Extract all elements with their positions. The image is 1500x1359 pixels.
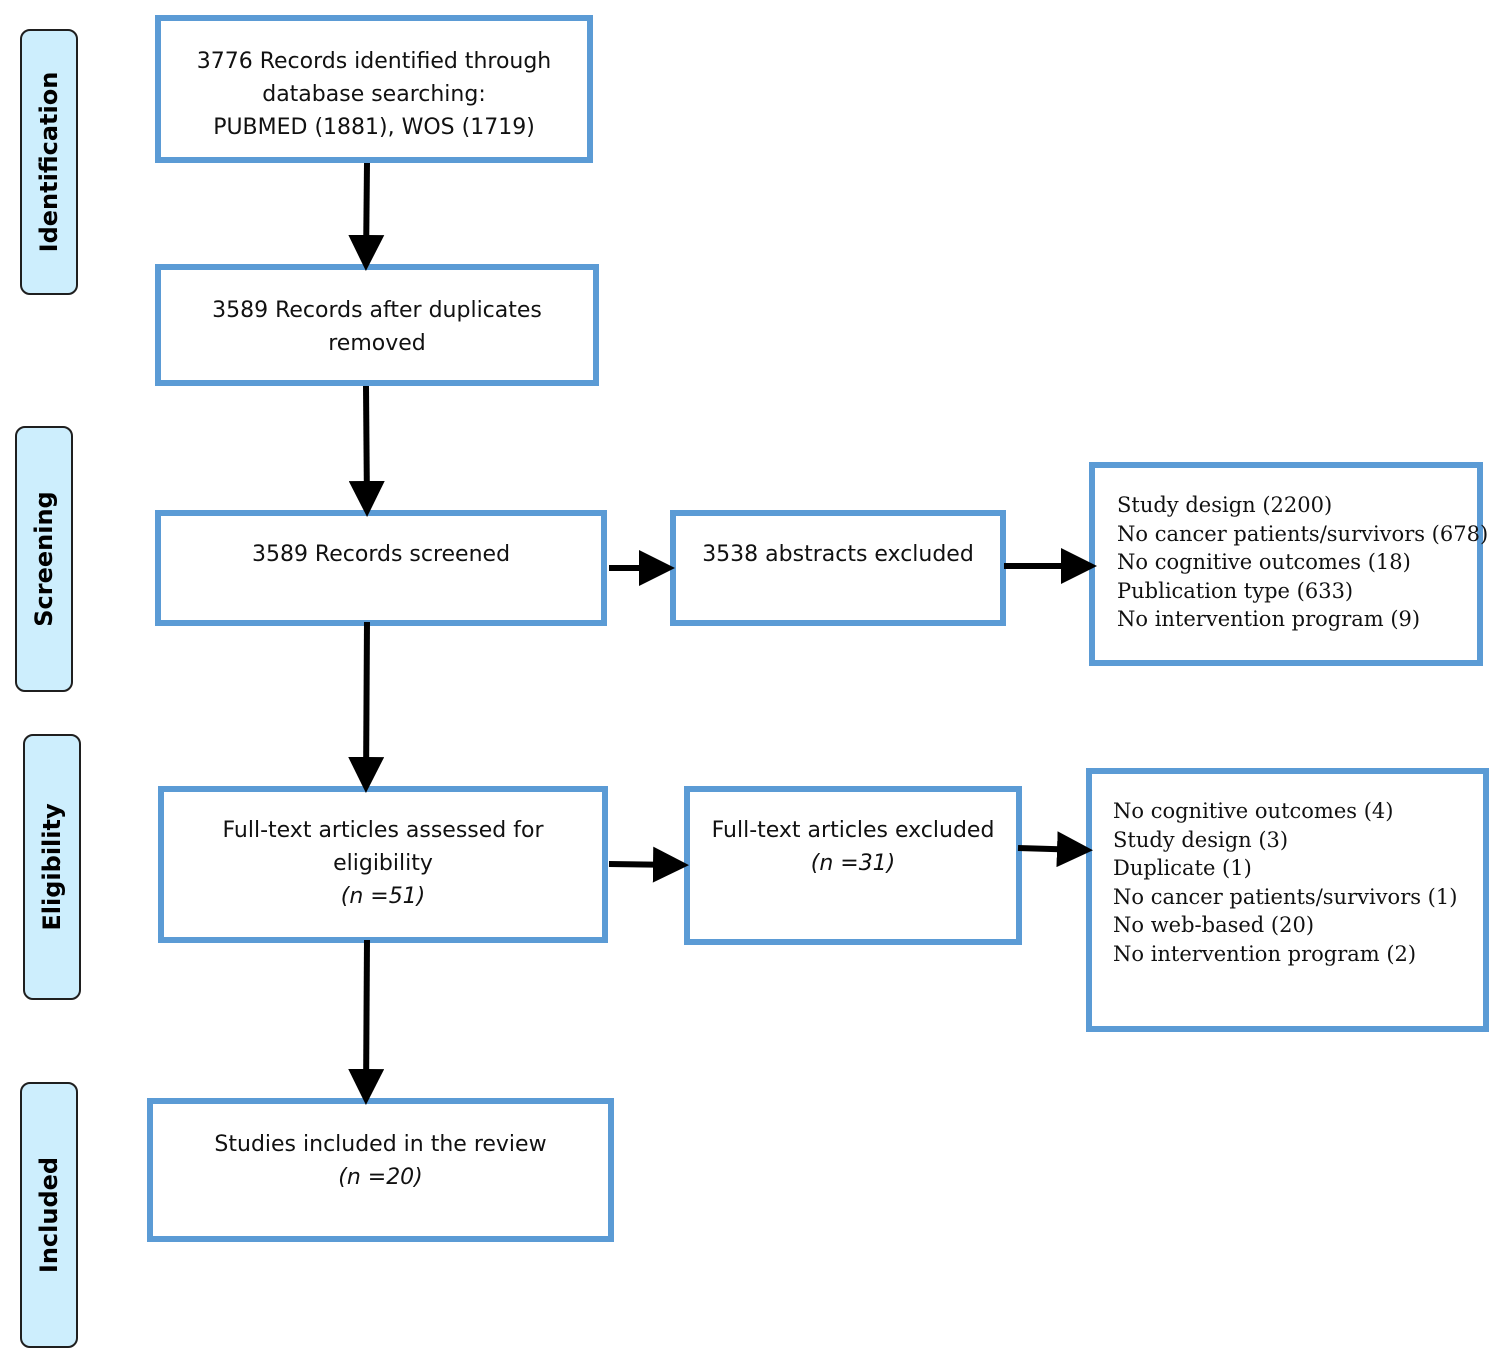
box-line: eligibility: [333, 851, 433, 876]
box-line: PUBMED (1881), WOS (1719): [213, 115, 535, 140]
exclusion-reason: Publication type (633): [1117, 578, 1354, 603]
box-line: Full-text articles excluded: [711, 818, 995, 843]
exclusion-reason: No web-based (20): [1113, 913, 1315, 937]
identified-records-box: 3776 Records identified through database…: [155, 15, 593, 163]
arrow-deduplicated-to-screened: [348, 385, 385, 517]
exclusion-reason: No cancer patients/survivors (1): [1113, 884, 1458, 909]
eligibility-exclusion-reasons-box: No cognitive outcomes (4) Study design (…: [1086, 768, 1489, 1032]
exclusion-reason: Duplicate (1): [1113, 856, 1252, 880]
box-line: Studies included in the review: [214, 1132, 547, 1157]
fulltext-assessed-box: Full-text articles assessed for eligibil…: [158, 786, 608, 943]
box-line: removed: [328, 331, 426, 356]
exclusion-reason: No cancer patients/survivors (678): [1117, 521, 1489, 546]
stage-label-eligibility: Eligibility: [23, 734, 81, 1000]
stage-label-included: Included: [20, 1082, 78, 1348]
sample-size: (n =20): [338, 1165, 423, 1190]
exclusion-reason: Study design (2200): [1117, 493, 1333, 517]
exclusion-reason: No intervention program (2): [1113, 941, 1417, 966]
box-line: 3589 Records screened: [251, 542, 511, 567]
exclusion-reason: No intervention program (9): [1117, 607, 1421, 631]
arrow-identified-to-deduplicated: [348, 162, 385, 271]
arrow-fulltext-excluded-to-reasons: [1017, 831, 1093, 868]
exclusion-reason: No cognitive outcomes (4): [1113, 799, 1394, 823]
box-line: Full-text articles assessed for: [222, 818, 544, 843]
arrow-fulltext-assessed-to-excluded: [608, 846, 689, 883]
arrow-fulltext-assessed-to-included: [348, 939, 385, 1105]
box-line: 3589 Records after duplicates: [212, 298, 542, 323]
stage-label-identification: Identification: [20, 29, 78, 295]
exclusion-reason: Study design (3): [1113, 827, 1289, 852]
abstracts-excluded-box: 3538 abstracts excluded: [670, 510, 1006, 626]
screened-records-box: 3589 Records screened: [155, 510, 607, 626]
included-studies-box: Studies included in the review (n =20): [147, 1098, 614, 1242]
exclusion-reason: No cognitive outcomes (18): [1117, 550, 1411, 574]
box-line: database searching:: [262, 82, 486, 107]
deduplicated-records-box: 3589 Records after duplicates removed: [155, 264, 599, 386]
fulltext-excluded-box: Full-text articles excluded (n =31): [684, 786, 1022, 945]
stage-label-screening: Screening: [15, 426, 73, 692]
sample-size: (n =51): [340, 884, 426, 909]
box-line: 3538 abstracts excluded: [702, 542, 974, 567]
screening-exclusion-reasons-box: Study design (2200) No cancer patients/s…: [1089, 462, 1489, 666]
sample-size: (n =31): [810, 851, 896, 876]
arrow-screened-to-fulltext-assessed: [348, 621, 385, 793]
box-line: 3776 Records identified through: [196, 49, 552, 74]
